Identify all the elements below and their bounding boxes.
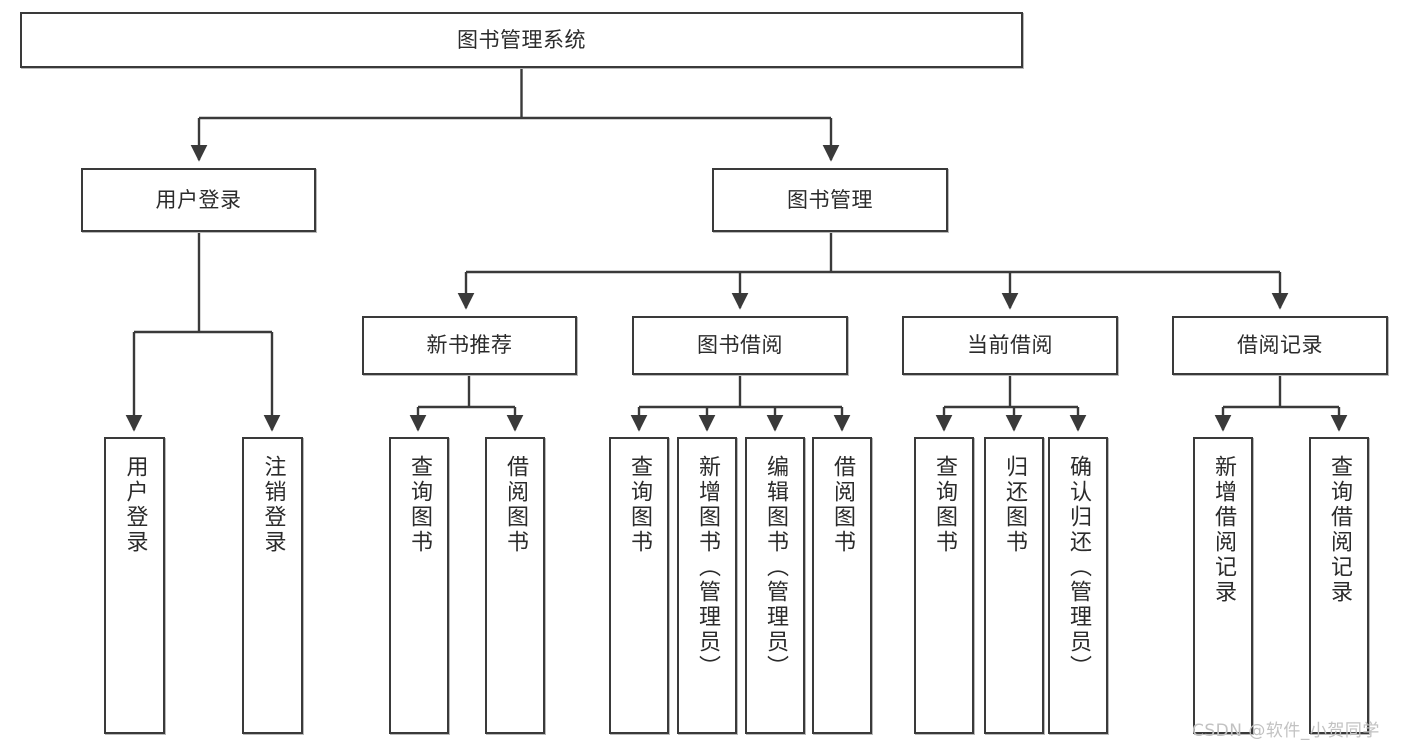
node-label: 借阅图书 <box>830 455 855 555</box>
node-borrow-record[interactable]: 借阅记录 <box>1172 316 1388 375</box>
node-leaf-return-book[interactable]: 归还图书 <box>984 437 1044 734</box>
csdn-watermark: CSDN @软件_小贺同学 <box>1192 721 1380 741</box>
node-label: 确认归还（管理员） <box>1066 455 1091 680</box>
node-leaf-add-borrow-record[interactable]: 新增借阅记录 <box>1193 437 1253 734</box>
node-leaf-query-borrow-record[interactable]: 查询借阅记录 <box>1309 437 1369 734</box>
node-leaf-confirm-return-admin[interactable]: 确认归还（管理员） <box>1048 437 1108 734</box>
node-label: 新书推荐 <box>426 333 513 358</box>
node-leaf-borrow-book-new[interactable]: 借阅图书 <box>485 437 545 734</box>
node-book-borrow[interactable]: 图书借阅 <box>632 316 848 375</box>
node-label: 查询借阅记录 <box>1327 455 1352 605</box>
node-user-login[interactable]: 用户登录 <box>81 168 316 232</box>
node-label: 新增图书（管理员） <box>695 455 720 680</box>
node-label: 注销登录 <box>260 455 286 555</box>
node-label: 借阅记录 <box>1237 333 1323 358</box>
node-label: 图书借阅 <box>697 333 783 358</box>
node-book-management[interactable]: 图书管理 <box>712 168 948 232</box>
node-leaf-user-login[interactable]: 用户登录 <box>104 437 165 734</box>
node-label: 用户登录 <box>122 455 148 555</box>
node-root-system[interactable]: 图书管理系统 <box>20 12 1023 68</box>
node-label: 查询图书 <box>932 455 957 555</box>
node-leaf-query-book-borrow[interactable]: 查询图书 <box>609 437 669 734</box>
node-label: 编辑图书（管理员） <box>763 455 788 680</box>
node-label: 用户登录 <box>155 187 242 212</box>
node-label: 新增借阅记录 <box>1211 455 1236 605</box>
node-label: 图书管理系统 <box>457 27 586 52</box>
node-label: 查询图书 <box>407 455 432 555</box>
node-label: 当前借阅 <box>967 333 1053 358</box>
node-leaf-edit-book-admin[interactable]: 编辑图书（管理员） <box>745 437 805 734</box>
node-label: 查询图书 <box>627 455 652 555</box>
node-current-borrow[interactable]: 当前借阅 <box>902 316 1118 375</box>
node-new-book-recommend[interactable]: 新书推荐 <box>362 316 577 375</box>
node-leaf-add-book-admin[interactable]: 新增图书（管理员） <box>677 437 737 734</box>
node-leaf-borrow-book[interactable]: 借阅图书 <box>812 437 872 734</box>
node-label: 借阅图书 <box>503 455 528 555</box>
node-label: 归还图书 <box>1002 455 1027 555</box>
node-leaf-query-book-new[interactable]: 查询图书 <box>389 437 449 734</box>
node-label: 图书管理 <box>787 187 873 212</box>
node-leaf-query-book-current[interactable]: 查询图书 <box>914 437 974 734</box>
node-leaf-logout[interactable]: 注销登录 <box>242 437 303 734</box>
